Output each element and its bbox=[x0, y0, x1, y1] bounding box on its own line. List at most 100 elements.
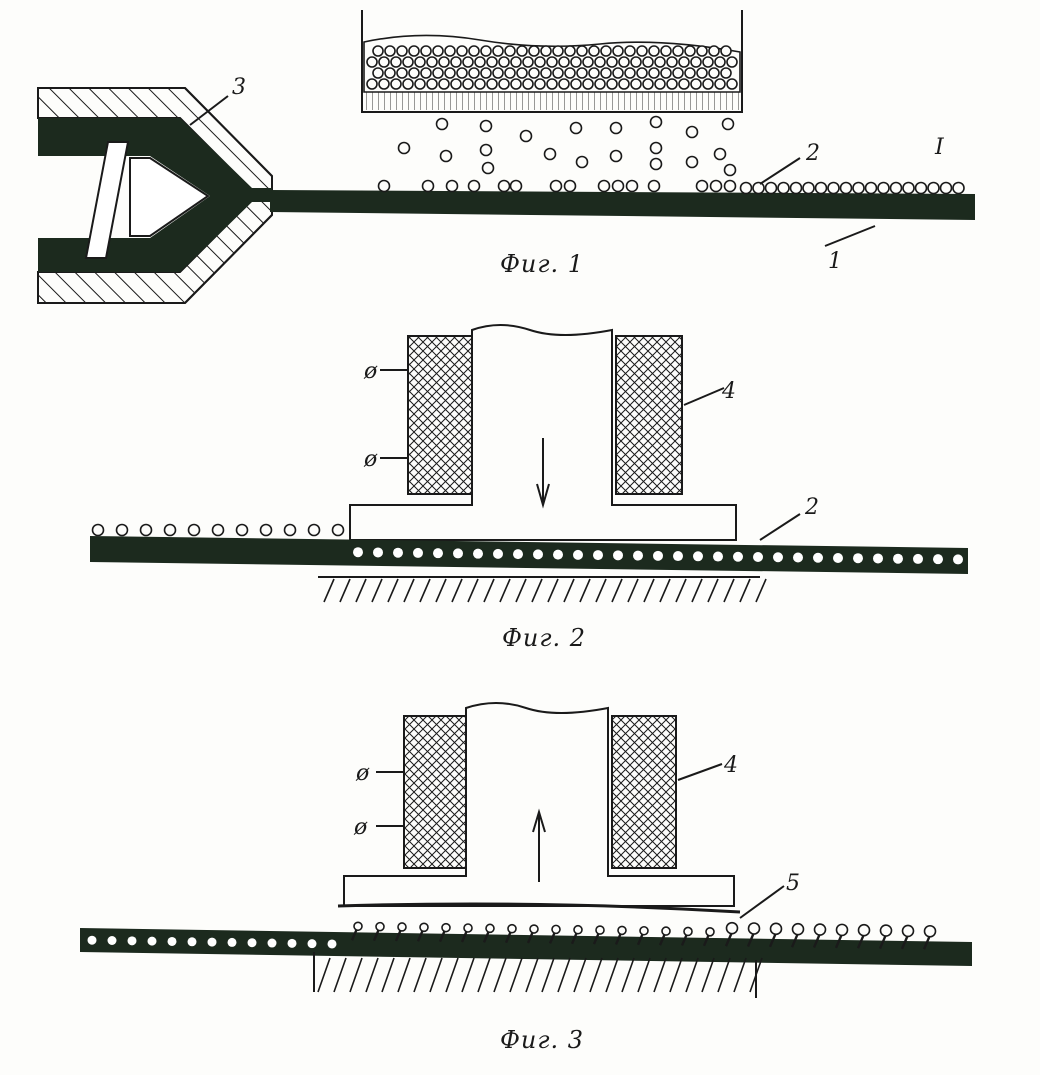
hatch-line bbox=[755, 578, 767, 603]
falling-granule bbox=[543, 147, 557, 161]
hatch-line bbox=[691, 578, 703, 603]
embedded-granule bbox=[693, 551, 703, 562]
granule bbox=[642, 56, 654, 68]
leader-3 bbox=[189, 95, 229, 126]
bristle bbox=[812, 933, 822, 948]
hatch-line bbox=[525, 957, 539, 993]
granule bbox=[558, 78, 570, 90]
granule-hopper bbox=[361, 10, 743, 113]
falling-granule bbox=[479, 119, 493, 133]
granule bbox=[426, 78, 438, 90]
granule bbox=[612, 45, 624, 57]
bristle-tip bbox=[639, 925, 649, 936]
granule bbox=[498, 78, 510, 90]
granule bbox=[576, 67, 588, 79]
granule bbox=[474, 78, 486, 90]
hatch-line bbox=[461, 957, 475, 993]
hatch-line bbox=[563, 578, 575, 603]
embedded-granule bbox=[513, 549, 523, 560]
hatch-line bbox=[749, 957, 763, 993]
strip-granule bbox=[307, 523, 321, 537]
strip-2 bbox=[90, 536, 968, 574]
granule bbox=[546, 78, 558, 90]
bristle-tip bbox=[769, 922, 783, 936]
granule bbox=[576, 45, 588, 57]
granule bbox=[396, 67, 408, 79]
hatch-line bbox=[685, 957, 699, 993]
wires-3 bbox=[376, 771, 404, 827]
granule bbox=[402, 78, 414, 90]
hatch-line bbox=[365, 957, 379, 993]
granule bbox=[642, 78, 654, 90]
hatch-line bbox=[381, 957, 395, 993]
granule bbox=[498, 56, 510, 68]
embedded-granule bbox=[853, 553, 863, 564]
embedded-granule bbox=[107, 936, 117, 946]
hatch-line bbox=[611, 578, 623, 603]
hatch-line bbox=[419, 578, 431, 603]
hatch-line bbox=[451, 578, 463, 603]
falling-granule bbox=[685, 125, 699, 139]
granule bbox=[726, 78, 738, 90]
granule bbox=[420, 67, 432, 79]
granule bbox=[546, 56, 558, 68]
leader-2 bbox=[759, 157, 801, 185]
leader-4b bbox=[677, 763, 723, 781]
granule bbox=[720, 45, 732, 57]
granule bbox=[408, 45, 420, 57]
strip-granule bbox=[377, 179, 391, 193]
granule bbox=[510, 78, 522, 90]
granule bbox=[582, 56, 594, 68]
granule bbox=[636, 45, 648, 57]
strip-granule bbox=[497, 179, 511, 193]
bristle-tip bbox=[419, 922, 429, 933]
granule bbox=[702, 56, 714, 68]
bristle-tip bbox=[441, 922, 451, 933]
strip-granule bbox=[877, 181, 890, 195]
strip-granule bbox=[802, 181, 815, 195]
falling-granule bbox=[649, 157, 663, 171]
embedded-granule bbox=[473, 548, 483, 559]
strip-granule bbox=[625, 179, 639, 193]
terminal-2a: ø bbox=[363, 359, 378, 384]
bristle-tip bbox=[725, 921, 739, 935]
bristle-tip bbox=[747, 922, 761, 935]
bristle-tip bbox=[507, 923, 517, 934]
granule bbox=[384, 67, 396, 79]
hatch-line bbox=[621, 957, 635, 993]
strip-granule bbox=[235, 523, 249, 537]
arrow-up-icon bbox=[532, 808, 546, 882]
bristle bbox=[834, 933, 844, 949]
bristle-tip bbox=[463, 923, 473, 933]
hatch-line bbox=[653, 957, 667, 993]
hatch-line bbox=[557, 957, 571, 993]
strip-3 bbox=[80, 928, 972, 966]
hatch-line bbox=[317, 957, 331, 993]
granule bbox=[438, 78, 450, 90]
granule bbox=[672, 45, 684, 57]
embedded-granule bbox=[87, 935, 97, 945]
strip-granule bbox=[927, 181, 940, 195]
strip-granule bbox=[115, 523, 129, 537]
strip-granule bbox=[549, 179, 563, 193]
strip-granule bbox=[889, 181, 903, 195]
granule bbox=[390, 56, 402, 68]
granule bbox=[504, 45, 516, 57]
granule bbox=[618, 78, 630, 90]
falling-granule bbox=[479, 143, 493, 157]
leader-1 bbox=[824, 225, 876, 247]
granule bbox=[564, 45, 576, 57]
granule bbox=[624, 67, 636, 79]
hatch-line bbox=[605, 957, 619, 993]
caption-fig-3: Фиг. 3 bbox=[500, 1026, 584, 1054]
granule bbox=[690, 78, 702, 90]
falling-granule bbox=[575, 155, 589, 169]
granule bbox=[600, 67, 612, 79]
strip-1 bbox=[270, 190, 975, 220]
hatch-line bbox=[659, 578, 671, 603]
embedded-granule bbox=[613, 550, 623, 561]
granule bbox=[366, 78, 378, 90]
granule bbox=[444, 67, 456, 79]
strip-granule bbox=[283, 523, 297, 537]
